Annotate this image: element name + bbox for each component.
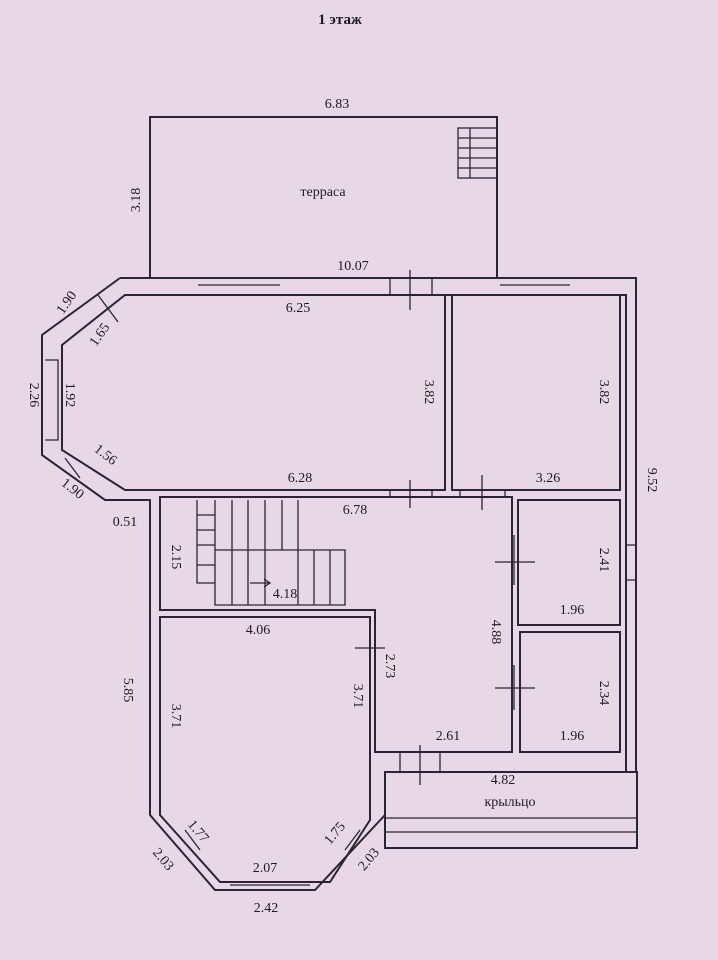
- dim-label: 4.06: [246, 623, 271, 638]
- plan-title: 1 этаж: [318, 12, 362, 28]
- dim-label: 4.18: [273, 587, 298, 602]
- dim-label: 10.07: [337, 259, 369, 274]
- dim-label: 1.96: [560, 729, 585, 744]
- dim-label: 3.71: [350, 684, 365, 709]
- outer-walls: [41, 277, 637, 891]
- dim-label: 2.03: [356, 846, 383, 874]
- dim-label: 3.82: [596, 380, 611, 405]
- dim-label: 6.83: [325, 97, 350, 112]
- room-bottom: [159, 616, 371, 883]
- dim-label: 2.61: [436, 729, 461, 744]
- dim-label: 6.28: [288, 471, 313, 486]
- dim-label: 1.77: [184, 818, 211, 846]
- dim-label: 1.92: [62, 383, 77, 408]
- openings: [45, 270, 637, 886]
- dim-label: 2.73: [382, 654, 397, 679]
- living-room: [61, 294, 446, 491]
- room-label-terrace: терраса: [300, 185, 346, 200]
- dim-label: 5.85: [120, 678, 135, 703]
- staircase: [196, 500, 346, 606]
- dim-label: 6.78: [343, 503, 368, 518]
- dim-label: 3.82: [421, 380, 436, 405]
- dim-label: 1.65: [87, 321, 113, 350]
- room-right: [451, 294, 621, 491]
- dim-label: 2.41: [596, 548, 611, 573]
- dim-label: 3.26: [536, 471, 561, 486]
- dim-label: 1.96: [560, 603, 585, 618]
- dim-label: 4.82: [491, 773, 516, 788]
- dim-label: 1.90: [54, 289, 80, 318]
- dim-label: 9.52: [644, 468, 659, 493]
- dim-label: 6.25: [286, 301, 311, 316]
- dim-label: 2.42: [254, 901, 279, 916]
- dim-label: 2.34: [596, 681, 611, 706]
- dim-label: 3.71: [168, 704, 183, 729]
- bathroom-2: [519, 631, 621, 753]
- room-label-porch: крыльцо: [484, 795, 535, 810]
- dim-label: 2.03: [149, 846, 176, 874]
- dim-label: 1.56: [91, 442, 120, 469]
- dim-label: 1.75: [322, 820, 349, 848]
- dim-label: 2.15: [168, 545, 183, 570]
- dim-label: 3.18: [129, 188, 144, 213]
- dim-label: 2.07: [253, 861, 278, 876]
- dim-label: 1.90: [58, 476, 87, 503]
- dim-label: 0.51: [113, 515, 138, 530]
- dim-label: 4.88: [488, 620, 503, 645]
- porch: [384, 771, 638, 849]
- hall: [159, 496, 513, 753]
- dim-label: 2.26: [26, 383, 41, 408]
